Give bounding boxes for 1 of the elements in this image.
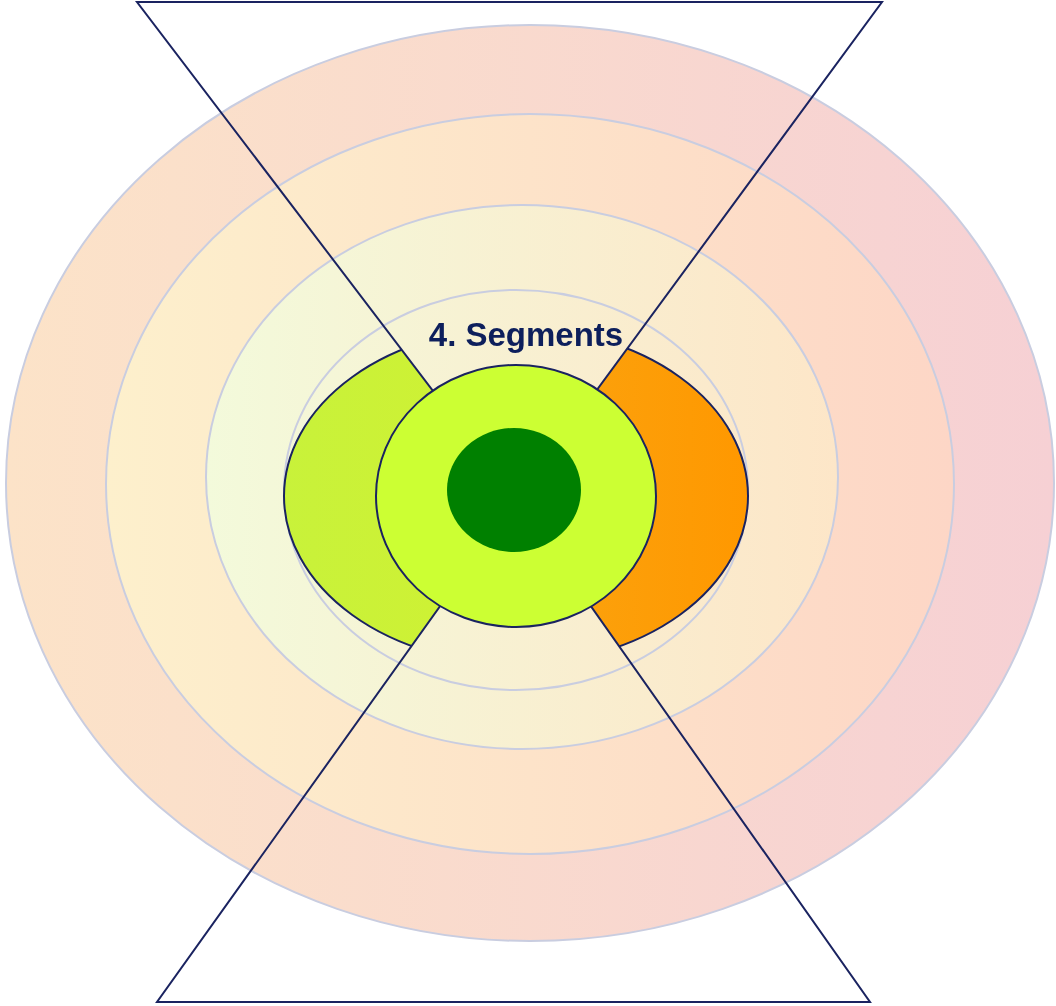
diagram-label: 4. Segments bbox=[428, 316, 624, 354]
